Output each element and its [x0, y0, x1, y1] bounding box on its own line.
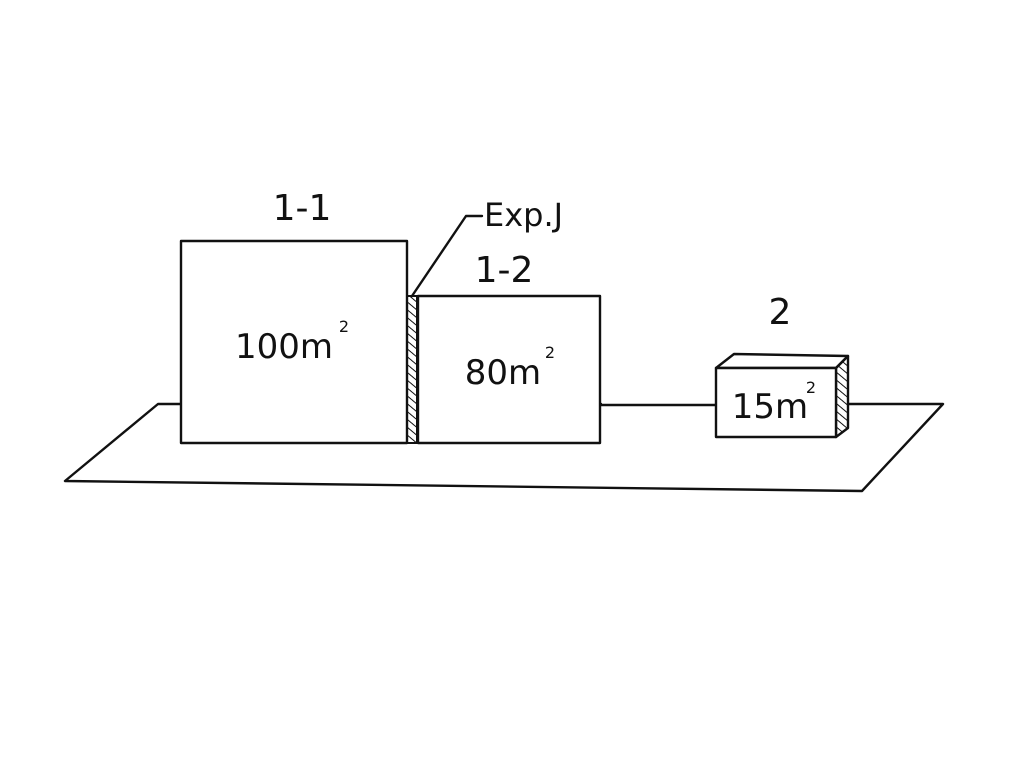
building-2-label: 2	[769, 292, 792, 333]
building-2	[714, 366, 838, 439]
building-2-top	[714, 352, 850, 370]
building-1-1-area-sup: 2	[339, 317, 349, 336]
expansion-joint-leader	[410, 214, 484, 298]
building-1-2-area: 80m	[465, 353, 541, 393]
expansion-joint	[406, 295, 418, 444]
building-1-2-area-sup: 2	[545, 343, 555, 362]
building-1-1-area: 100m	[235, 327, 333, 367]
building-2-area-sup: 2	[806, 378, 816, 397]
expansion-joint-label: Exp.J	[484, 196, 563, 234]
building-1-1-label: 1-1	[273, 188, 332, 229]
building-2-side	[834, 354, 850, 439]
building-1-1	[179, 239, 409, 445]
building-1-2	[416, 294, 602, 445]
building-1-2-label: 1-2	[475, 250, 534, 291]
building-2-area: 15m	[732, 387, 808, 427]
